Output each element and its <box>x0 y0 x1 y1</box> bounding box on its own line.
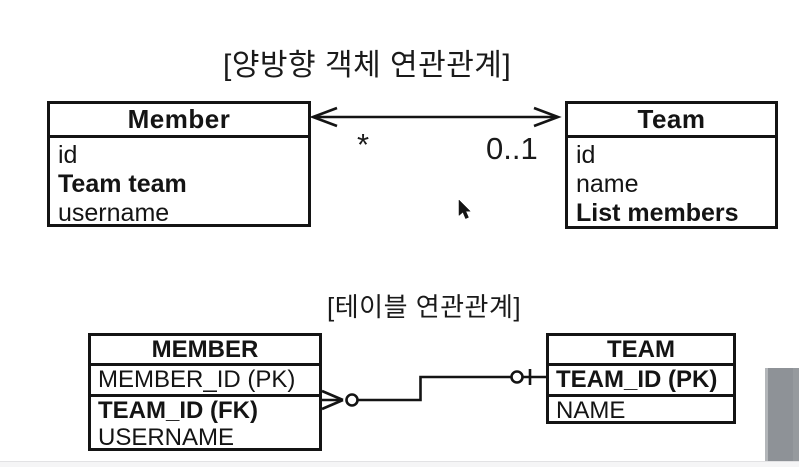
member-table-row-team-id: TEAM_ID (FK) <box>98 397 258 424</box>
team-field-id: id <box>576 141 596 169</box>
member-field-team: Team team <box>58 170 187 198</box>
member-class-title: Member <box>50 104 308 138</box>
crow-foot-many-icon <box>321 389 344 411</box>
team-class-box: Team id name List members <box>565 101 778 229</box>
table-relationship-connector <box>321 369 546 411</box>
team-table-title: TEAM <box>549 336 733 366</box>
team-table: TEAM TEAM_ID (PK) NAME <box>546 333 736 424</box>
bidirectional-arrow <box>309 106 562 128</box>
right-arrowhead <box>533 106 562 128</box>
member-field-id: id <box>58 141 78 169</box>
team-table-row-team-id: TEAM_ID (PK) <box>549 366 733 397</box>
member-field-username: username <box>58 199 170 227</box>
scrollbar-thumb[interactable] <box>765 368 799 467</box>
team-field-members: List members <box>576 199 739 227</box>
left-arrowhead <box>309 106 338 128</box>
multiplicity-many-label: * <box>357 127 370 162</box>
member-table-title: MEMBER <box>91 336 319 366</box>
member-table-row-username: USERNAME <box>98 424 235 451</box>
table-diagram-title: [테이블 연관관계] <box>327 292 522 322</box>
mouse-cursor-icon <box>458 199 471 219</box>
member-class-box: Member id Team team username <box>47 101 311 227</box>
zero-circle-icon <box>510 370 524 384</box>
object-diagram-title: [양방향 객체 연관관계] <box>223 49 512 82</box>
member-table: MEMBER MEMBER_ID (PK) TEAM_ID (FK) USERN… <box>88 333 322 451</box>
team-table-row-name: NAME <box>556 397 626 424</box>
zero-circle-icon <box>345 393 359 407</box>
footer-strip <box>0 461 799 467</box>
member-table-row-member-id: MEMBER_ID (PK) <box>91 366 319 397</box>
team-field-name: name <box>576 170 639 198</box>
team-class-title: Team <box>568 104 775 138</box>
multiplicity-zero-or-one-label: 0..1 <box>486 131 538 166</box>
